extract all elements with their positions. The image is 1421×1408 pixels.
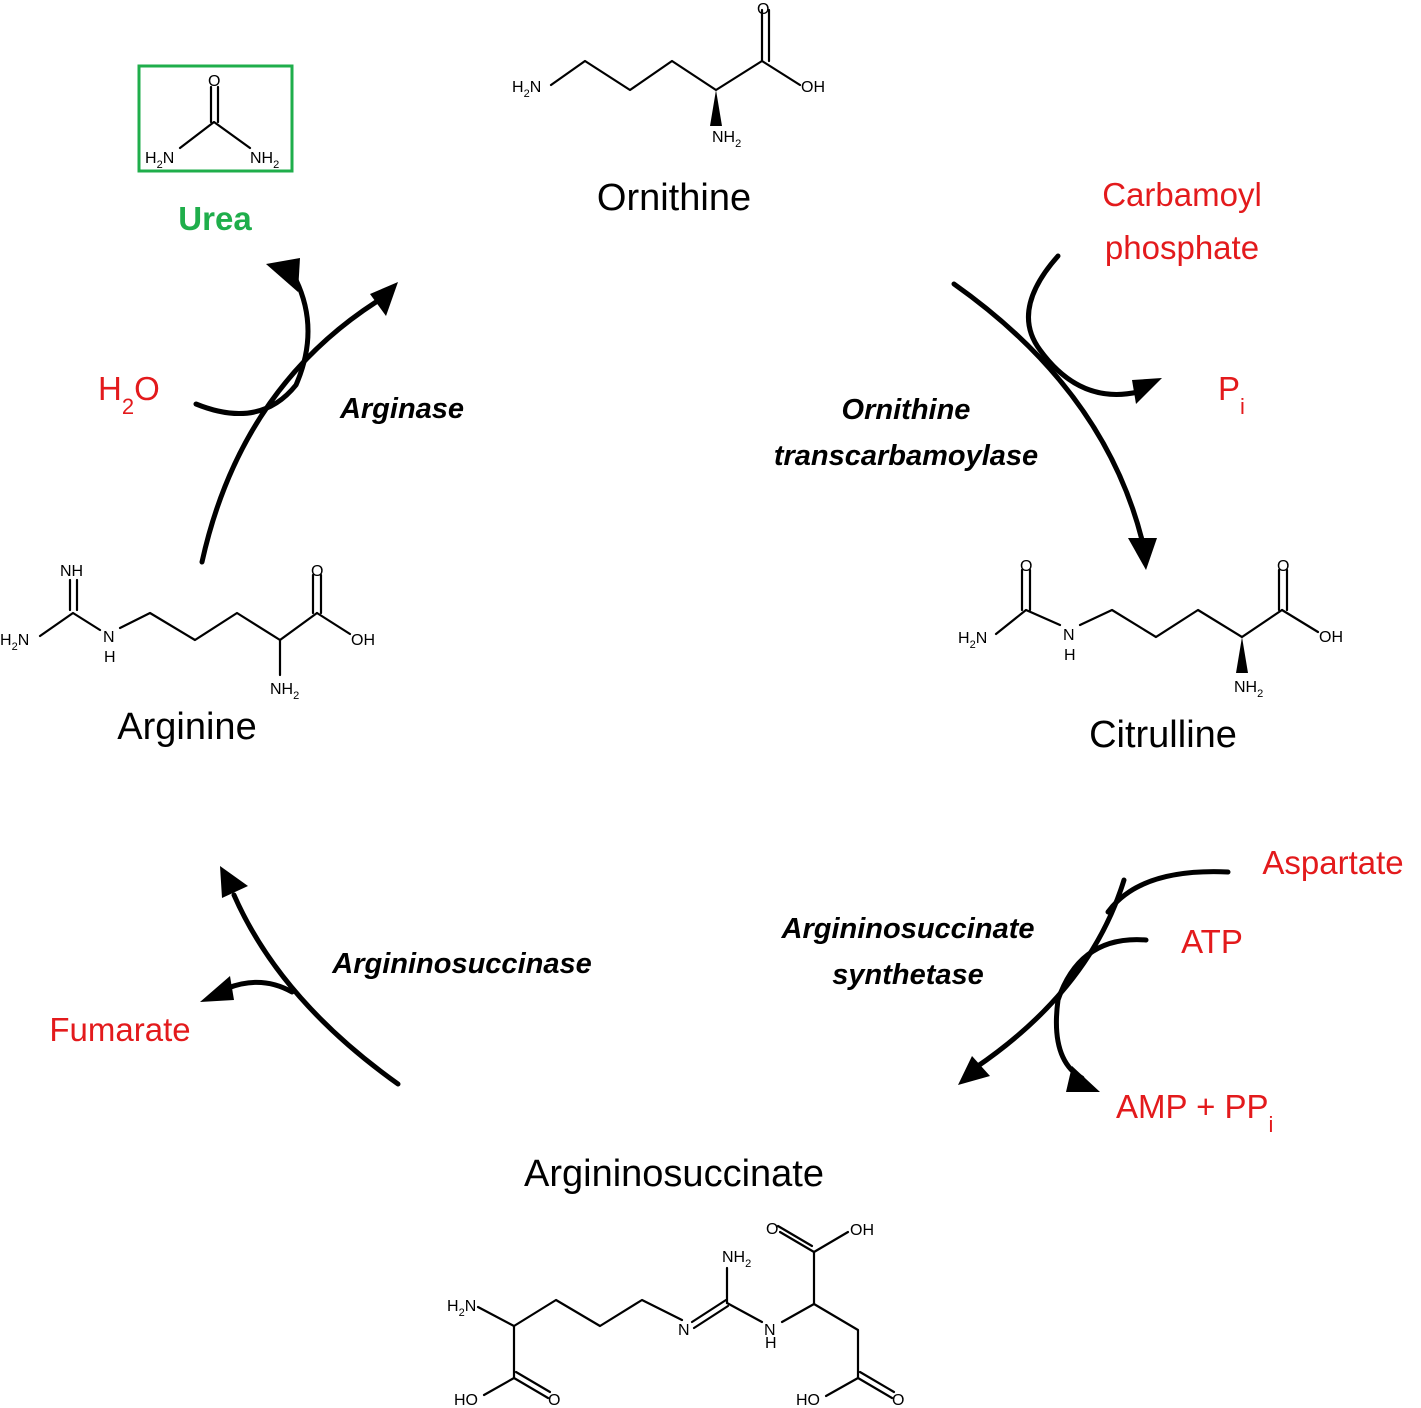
aso-carbonyl-right: O [892,1392,904,1408]
arginase-main-arrow [199,299,379,565]
aso-hydroxyl-left: HO [454,1392,478,1408]
ornithine-structure: H2N O OH NH2 [512,1,825,150]
amp-ppi-label: AMP + PPi [1116,1088,1273,1137]
otc-side-arrowhead [1132,378,1162,404]
citrulline-h-label: H [1064,647,1076,664]
aso-n-label: N [764,1322,776,1339]
urea-box [137,64,294,173]
ass-reaction [958,869,1231,1092]
arginine-n-label: N [103,629,115,646]
aso-guanidino-amine: NH2 [722,1249,751,1270]
otc-enzyme-line1: Ornithine [842,394,971,426]
arginase-main-arrowhead [370,282,398,316]
otc-enzyme-line2: transcarbamoylase [774,440,1038,472]
arginine-h-label: H [104,649,116,666]
aspartate-label: Aspartate [1262,844,1403,881]
arginase-enzyme-label: Arginase [339,393,464,425]
citrulline-label: Citrulline [1089,714,1237,756]
aso-hydroxyl-right: HO [796,1392,820,1408]
citrulline-structure: H2N O N H O OH NH2 [958,558,1343,700]
wedge-bond [710,90,722,126]
h2o-urea-arrow [193,277,311,417]
arginine-label: Arginine [117,706,256,748]
urea-oxygen-label: O [208,73,220,90]
ornithine-label: Ornithine [597,177,751,219]
aso-h-label: H [765,1335,777,1352]
asl-main-arrow [231,892,401,1087]
carbamoyl-label-line2: phosphate [1105,229,1259,266]
ass-enzyme-line1: Argininosuccinate [781,913,1035,945]
arginine-structure: NH H2N N H O OH NH2 [0,563,375,702]
amp-arrowhead [1066,1066,1100,1092]
aso-carbonyl-left: O [548,1392,560,1408]
argininosuccinate-structure: H2N HO O N NH2 N H O OH HO O [447,1221,904,1408]
carbamoyl-label-line1: Carbamoyl [1102,176,1262,213]
arginine-hydroxyl: OH [351,632,375,649]
asl-main-arrowhead [220,866,248,898]
otc-main-arrowhead [1128,538,1157,570]
urea-structure: O H2N NH2 [137,64,294,173]
arginine-imine-label: NH [60,563,83,580]
fumarate-arrowhead [200,976,234,1002]
otc-reaction [951,253,1162,570]
aso-amine-label: H2N [447,1298,476,1319]
fumarate-arrow [225,979,295,995]
ass-enzyme-line2: synthetase [832,959,984,991]
h2o-label: H2O [98,370,160,419]
citrulline-alpha-amine: NH2 [1234,679,1263,700]
aspartate-input-arrow [1105,869,1231,915]
argininosuccinate-label: Argininosuccinate [524,1153,824,1195]
otc-main-arrow [951,281,1145,543]
otc-side-arrow [1025,253,1141,397]
arginine-guanidino-amine: H2N [0,632,29,653]
atp-label: ATP [1181,923,1243,960]
amine-label: H2N [512,79,541,100]
urea-arrowhead [266,258,300,292]
citrulline-n-label: N [1063,627,1075,644]
asl-enzyme-label: Argininosuccinase [331,948,591,980]
fumarate-label: Fumarate [49,1011,190,1048]
arginine-alpha-amine: NH2 [270,681,299,702]
hydroxyl-label: OH [801,79,825,96]
asl-reaction [200,866,401,1087]
urea-amine-left: H2N [145,150,174,171]
arginine-carbonyl-oxygen: O [311,563,323,580]
aso-carbonyl-top: O [766,1221,778,1238]
pi-label: Pi [1218,370,1245,419]
alpha-amine-label: NH2 [712,129,741,150]
urea-amine-right: NH2 [250,150,279,171]
citrulline-amine-label: H2N [958,630,987,651]
citrulline-carbonyl-oxygen: O [1277,558,1289,575]
urea-label: Urea [178,200,252,237]
citrulline-urea-oxygen: O [1020,558,1032,575]
aso-hydroxyl-top: OH [850,1222,874,1239]
ass-main-arrowhead [958,1056,990,1085]
atp-amp-arrow [1053,937,1149,1081]
carbonyl-oxygen-label: O [757,1,769,18]
citrulline-hydroxyl: OH [1319,629,1343,646]
ass-main-arrow [972,877,1127,1071]
arginase-reaction [193,258,398,565]
aso-imine-n: N [678,1322,690,1339]
citrulline-wedge [1236,637,1248,673]
